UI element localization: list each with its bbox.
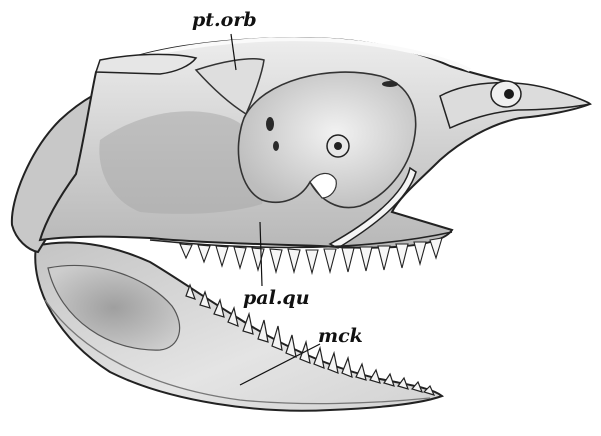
- upper-tooth: [360, 247, 372, 271]
- upper-tooth: [324, 249, 336, 272]
- orbit-foramen: [327, 135, 349, 157]
- upper-tooth: [378, 246, 390, 270]
- upper-tooth: [234, 247, 246, 268]
- upper-tooth: [252, 248, 264, 270]
- upper-tooth: [270, 249, 282, 272]
- upper-tooth: [198, 245, 210, 262]
- lower-tooth: [342, 358, 352, 377]
- nasal-opening: [491, 81, 521, 107]
- upper-tooth: [396, 244, 408, 268]
- lower-tooth: [356, 364, 366, 380]
- upper-tooth: [430, 238, 442, 258]
- lower-tooth: [370, 370, 380, 383]
- label-pt-orb: pt.orb: [192, 9, 257, 31]
- upper-tooth: [414, 242, 426, 264]
- upper-tooth: [180, 244, 192, 258]
- label-pal-qu: pal.qu: [243, 287, 310, 309]
- label-mck: mck: [318, 325, 363, 347]
- upper-tooth: [306, 250, 318, 273]
- upper-tooth: [288, 249, 300, 272]
- upper-tooth: [216, 246, 228, 266]
- upper-tooth: [342, 248, 354, 272]
- lower-tooth: [328, 353, 338, 373]
